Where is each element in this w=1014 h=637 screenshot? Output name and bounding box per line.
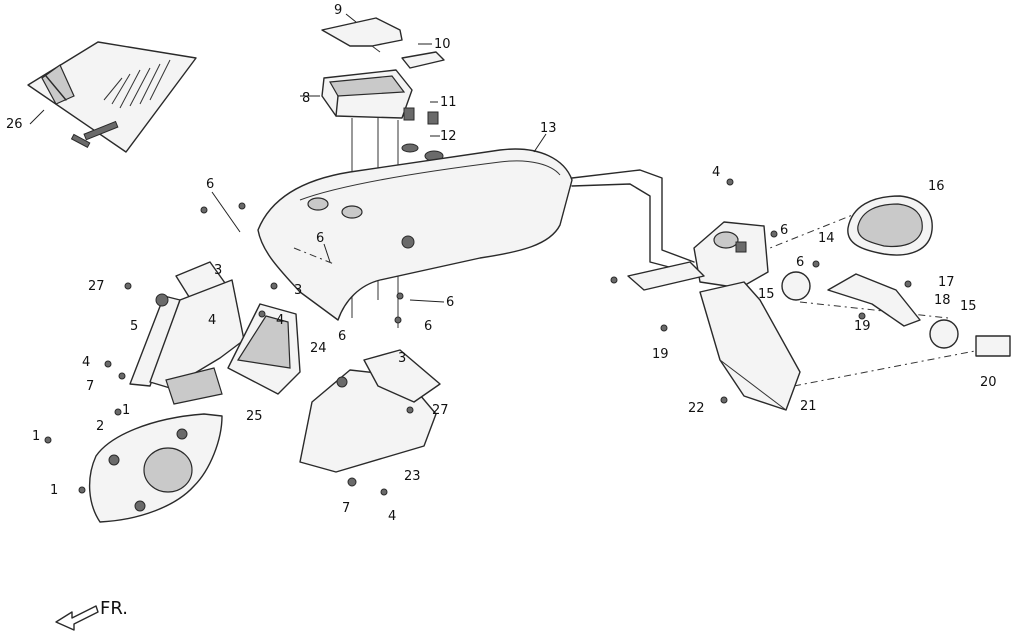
callout-6-d: 6 (424, 319, 432, 334)
rear-fender-extension (699, 281, 801, 411)
callout-16: 16 (928, 179, 945, 194)
callout-4-d: 4 (388, 509, 396, 524)
taillight-16 (847, 195, 933, 256)
callout-4-a: 4 (208, 313, 216, 328)
callout-6-f: 6 (796, 255, 804, 270)
callout-15-a: 15 (758, 287, 775, 302)
callout-5: 5 (130, 319, 138, 334)
tool-kit-part (27, 41, 197, 153)
callout-14: 14 (818, 231, 835, 246)
callout-17: 17 (938, 275, 955, 290)
callout-6-a: 6 (206, 177, 214, 192)
callout-18: 18 (934, 293, 951, 308)
panel-24 (227, 303, 301, 395)
callout-6-c: 6 (446, 295, 454, 310)
callout-10: 10 (434, 37, 451, 52)
callout-3-b: 3 (294, 283, 302, 298)
front-direction-indicator: FR. (55, 598, 128, 631)
callout-1-c: 1 (50, 483, 58, 498)
lower-panel-23 (299, 349, 441, 473)
callout-11: 11 (440, 95, 457, 110)
bracket-18 (827, 273, 921, 327)
stay-bracket (627, 261, 705, 291)
callout-2: 2 (96, 419, 104, 434)
callout-7-a: 7 (86, 379, 94, 394)
callout-27-a: 27 (88, 279, 105, 294)
callout-23: 23 (404, 469, 421, 484)
callout-4-c: 4 (82, 355, 90, 370)
callout-9: 9 (334, 3, 342, 18)
fasteners-11-12 (401, 107, 444, 162)
bolts (44, 178, 912, 496)
callout-19-b: 19 (652, 347, 669, 362)
callout-20: 20 (980, 375, 997, 390)
taillight-bracket (693, 221, 769, 289)
callout-12: 12 (440, 129, 457, 144)
callout-21: 21 (800, 399, 817, 414)
callout-25: 26 (6, 117, 23, 132)
mounting-bracket-part (401, 51, 445, 69)
callout-4-b: 4 (276, 313, 284, 328)
callout-15-b: 15 (960, 299, 977, 314)
callout-6-b: 6 (316, 231, 324, 246)
callout-22: 22 (688, 401, 705, 416)
battery-tray-part (321, 69, 413, 119)
callout-24: 24 (310, 341, 327, 356)
frame-axis-line (293, 169, 981, 387)
pad-26 (165, 367, 223, 405)
callout-6-e: 6 (338, 329, 346, 344)
callout-3-c: 3 (398, 351, 406, 366)
callout-3-a: 3 (214, 263, 222, 278)
callout-19-a: 19 (854, 319, 871, 334)
rear-fender-part (257, 148, 573, 321)
callout-4-e: 4 (712, 165, 720, 180)
callout-13: 13 (540, 121, 557, 136)
callout-26: 25 (246, 409, 263, 424)
callout-6-g: 6 (780, 223, 788, 238)
callout-labels: 26 8 9 10 11 12 13 6 6 6 6 6 6 6 3 3 3 4… (6, 3, 997, 524)
plate-lamp-20 (975, 335, 1011, 357)
callout-7-b: 7 (342, 501, 350, 516)
front-label: FR. (100, 598, 128, 619)
reflector-15 (781, 271, 959, 349)
callout-27-b: 27 (432, 403, 449, 418)
callout-8: 8 (302, 91, 310, 106)
tray-cover-part (321, 17, 403, 53)
callout-1-b: 1 (32, 429, 40, 444)
side-cover-2 (88, 413, 223, 523)
callout-1-a: 1 (122, 403, 130, 418)
